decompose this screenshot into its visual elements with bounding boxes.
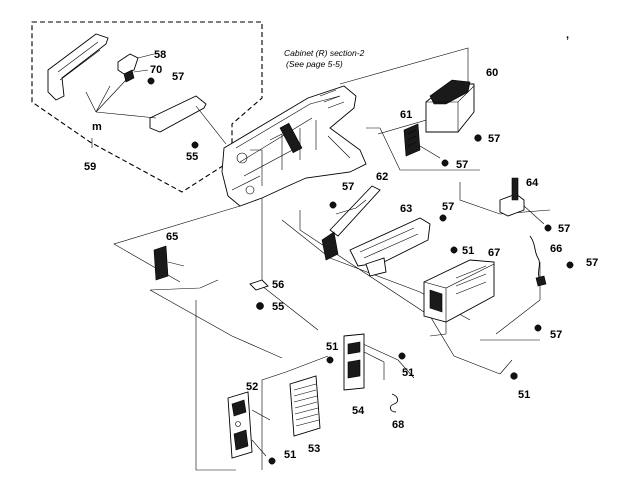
part-67 xyxy=(423,246,542,337)
cabinet-note-line1: Cabinet (R) section-2 xyxy=(284,48,365,58)
screw-57-near-66 xyxy=(566,261,574,269)
inset-bracket xyxy=(47,33,109,101)
label-59: 59 xyxy=(84,161,96,173)
screw-51-right xyxy=(510,372,518,380)
part-68 xyxy=(389,393,399,413)
part-62 xyxy=(321,185,381,261)
label-51-d: 51 xyxy=(518,389,530,401)
label-57-g: 57 xyxy=(550,329,562,341)
screw-57-near-64 xyxy=(544,224,552,232)
screw-57-near-63 xyxy=(439,214,447,222)
label-57-d: 57 xyxy=(442,201,454,213)
label-51-e: 51 xyxy=(284,449,296,461)
label-60: 60 xyxy=(486,67,498,79)
label-67: 67 xyxy=(488,247,500,259)
label-66: 66 xyxy=(550,243,562,255)
screw-51-bottom xyxy=(268,457,276,465)
label-68: 68 xyxy=(392,419,404,431)
inset-screw-55 xyxy=(191,141,199,149)
label-54: 54 xyxy=(352,405,365,417)
label-m: m xyxy=(92,121,102,133)
label-70: 70 xyxy=(150,64,162,76)
label-55: 55 xyxy=(272,301,284,313)
part-56-55 xyxy=(249,279,269,310)
part-63 xyxy=(349,214,447,277)
label-56: 56 xyxy=(272,279,284,291)
inset-screw-57 xyxy=(147,77,155,85)
label-62: 62 xyxy=(376,171,388,183)
label-57-e: 57 xyxy=(558,223,570,235)
label-58: 58 xyxy=(154,49,166,61)
part-70-clip xyxy=(123,69,135,83)
detail-inset xyxy=(31,21,263,193)
label-64: 64 xyxy=(526,177,539,189)
part-60 xyxy=(425,79,482,142)
screw-51-near-54 xyxy=(398,352,406,360)
label-57-a: 57 xyxy=(488,133,500,145)
part-58-hook xyxy=(117,53,139,75)
screw-57-near-62 xyxy=(329,201,337,209)
part-labels: Cabinet (R) section-2 (See page 5-5) 58 … xyxy=(84,29,598,461)
label-65: 65 xyxy=(166,231,178,243)
part-52 xyxy=(227,391,276,465)
inset-plate xyxy=(149,95,207,133)
screw-51-upper xyxy=(326,356,334,364)
part-54 xyxy=(326,333,406,391)
cabinet-note-line2: (See page 5-5) xyxy=(286,59,343,69)
screw-57-under-60 xyxy=(474,134,482,142)
part-64 xyxy=(499,177,552,232)
screw-57-near-67 xyxy=(534,324,542,332)
label-57-c: 57 xyxy=(342,181,354,193)
label-57-b: 57 xyxy=(456,159,468,171)
corner-mark: , xyxy=(566,29,569,41)
label-55-inset: 55 xyxy=(186,151,198,163)
part-53 xyxy=(289,375,321,437)
label-57-f: 57 xyxy=(586,257,598,269)
part-61 xyxy=(403,123,449,167)
label-51-a: 51 xyxy=(462,245,474,257)
label-61: 61 xyxy=(400,109,412,121)
screw-57-near-61 xyxy=(441,159,449,167)
part-65 xyxy=(153,245,185,281)
label-51-c: 51 xyxy=(402,367,414,379)
inset-frame xyxy=(31,21,263,193)
label-63: 63 xyxy=(400,203,412,215)
explode-lines xyxy=(113,47,551,471)
part-66 xyxy=(529,235,574,287)
label-53: 53 xyxy=(308,443,320,455)
label-57-inset: 57 xyxy=(172,71,184,83)
label-52: 52 xyxy=(246,381,258,393)
screw-51-near-67 xyxy=(450,246,458,254)
label-51-b: 51 xyxy=(326,341,338,353)
main-housing xyxy=(221,85,367,207)
screw-55 xyxy=(256,302,264,310)
